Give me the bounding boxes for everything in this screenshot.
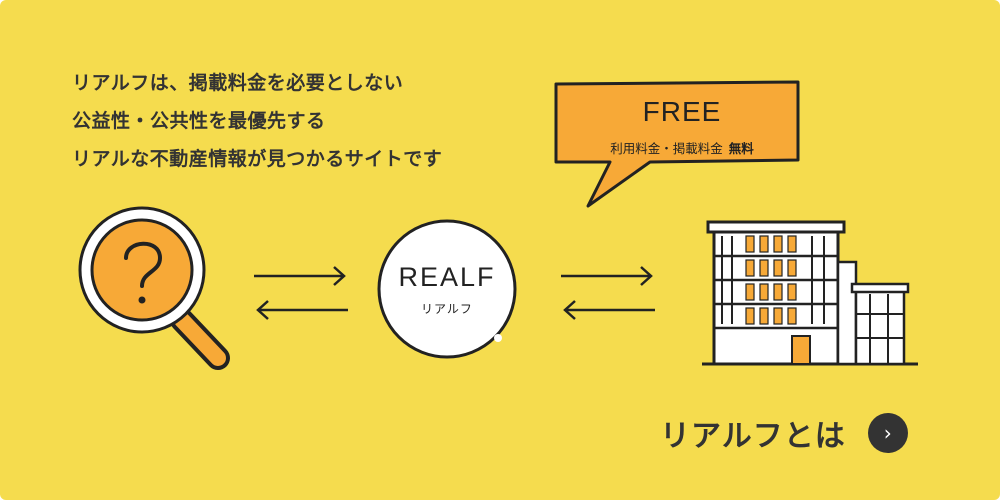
free-subtitle-text: 利用料金・掲載料金 [610, 141, 723, 156]
about-realf-link[interactable]: リアルフとは › [660, 408, 908, 458]
speech-balloon-icon [554, 80, 800, 208]
bidirectional-arrows-icon [254, 266, 348, 320]
magnifier-question-icon [78, 206, 230, 370]
realf-logo-text: REALF [398, 262, 496, 292]
chevron-right-icon[interactable]: › [867, 413, 908, 453]
free-subtitle: 利用料金・掲載料金無料 [570, 138, 794, 157]
intro-line-3: リアルな不動産情報が見つかるサイトです [72, 148, 443, 170]
apartment-building-icon [702, 220, 918, 366]
free-emphasis: 無料 [728, 141, 754, 156]
intro-line-2: 公益性・公共性を最優先する [72, 110, 326, 132]
intro-text: リアルフは、掲載料金を必要としない 公益性・公共性を最優先する リアルな不動産情… [72, 64, 552, 178]
about-realf-label[interactable]: リアルフとは [660, 419, 846, 454]
intro-line-1: リアルフは、掲載料金を必要としない [72, 72, 404, 94]
bidirectional-arrows-icon [561, 266, 655, 320]
realf-logo-kana: リアルフ [421, 302, 473, 316]
free-title: FREE [642, 96, 722, 127]
realf-logo-circle [377, 219, 517, 359]
